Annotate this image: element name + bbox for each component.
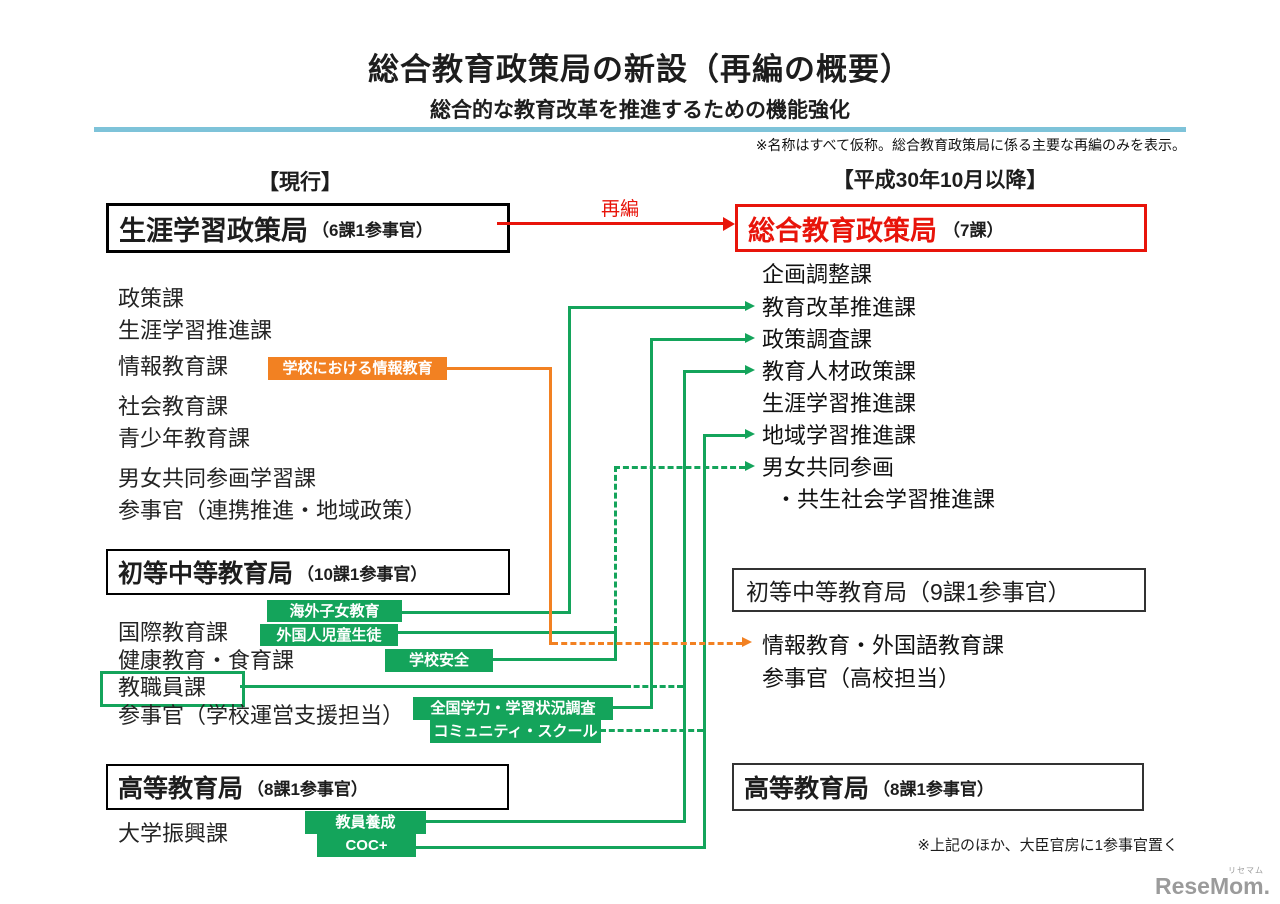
page-title: 総合教育政策局の新設（再編の概要） xyxy=(368,52,912,87)
division-current: 参事官（連携推進・地域政策） xyxy=(118,498,427,523)
division-current: 政策課 xyxy=(118,286,185,311)
division-current: 健康教育・食育課 xyxy=(118,648,295,673)
bureau-detail: （8課1参事官） xyxy=(247,779,368,799)
line-coc-horizontal xyxy=(415,846,706,849)
tag-foreign-students: 外国人児童生徒 xyxy=(260,624,398,646)
line-to-chosa xyxy=(650,338,745,341)
arrowhead-chiiki xyxy=(745,429,755,439)
line-danjo-vertical-solid xyxy=(614,630,617,661)
column-header-current: 【現行】 xyxy=(258,171,342,194)
line-to-jinzai xyxy=(683,370,745,373)
bureau-name: 高等教育局 xyxy=(118,775,244,803)
tag-coc-plus: COC+ xyxy=(317,834,416,857)
division-new: 教育改革推進課 xyxy=(762,295,917,320)
arrowhead-danjo xyxy=(745,461,755,471)
line-jinzai-vertical xyxy=(683,370,686,823)
bureau-name: 初等中等教育局 xyxy=(118,560,294,588)
division-current: 情報教育課 xyxy=(118,354,229,379)
division-new: 参事官（高校担当） xyxy=(762,666,961,691)
division-current: 教職員課 xyxy=(118,675,207,700)
box-new-policy-bureau: 総合教育政策局 （7課） xyxy=(735,204,1147,252)
division-new: ・共生社会学習推進課 xyxy=(775,487,996,512)
line-assessment-horizontal xyxy=(613,706,653,709)
tag-school-info-education: 学校における情報教育 xyxy=(268,357,447,380)
division-new: 生涯学習推進課 xyxy=(762,391,917,416)
arrowhead-jinzai xyxy=(745,365,755,375)
reorg-arrowhead xyxy=(723,217,735,231)
blue-rule xyxy=(94,127,1186,132)
division-new: 政策調査課 xyxy=(762,327,873,352)
note-top: ※名称はすべて仮称。総合教育政策局に係る主要な再編のみを表示。 xyxy=(755,137,1186,153)
bureau-detail: （7課） xyxy=(943,220,1004,240)
box-current-elementary-bureau: 初等中等教育局 （10課1参事官） xyxy=(106,549,510,595)
watermark-ruby: リセマム xyxy=(1228,866,1264,875)
division-new: 企画調整課 xyxy=(762,262,873,287)
kyoshokuin-green-box xyxy=(100,671,245,707)
page-subtitle: 総合的な教育改革を推進するための機能強化 xyxy=(430,99,850,122)
note-bottom: ※上記のほか、大臣官房に1参事官置く xyxy=(917,837,1178,854)
bureau-name: 生涯学習政策局 xyxy=(119,215,308,246)
tag-overseas-children-education: 海外子女教育 xyxy=(267,600,402,622)
reorg-arrow-line xyxy=(497,222,725,225)
bureau-detail: （10課1参事官） xyxy=(297,564,428,584)
line-to-kaikaku xyxy=(568,306,745,309)
line-foreign-horizontal xyxy=(397,631,614,634)
bureau-detail: （8課1参事官） xyxy=(873,779,994,799)
arrowhead-chosa xyxy=(745,333,755,343)
line-overseas-horizontal xyxy=(402,611,568,614)
line-chiiki-vertical xyxy=(703,434,706,849)
box-new-higher-bureau: 高等教育局 （8課1参事官） xyxy=(732,763,1144,811)
box-current-higher-bureau: 高等教育局 （8課1参事官） xyxy=(106,764,509,810)
division-current: 男女共同参画学習課 xyxy=(118,466,317,491)
line-to-chiiki xyxy=(703,434,745,437)
line-infoedu-dashed xyxy=(552,642,742,645)
line-overseas-vertical xyxy=(568,306,571,614)
division-current: 青少年教育課 xyxy=(118,426,251,451)
line-assessment-vertical xyxy=(650,338,653,709)
division-current: 参事官（学校運営支援担当） xyxy=(118,703,405,728)
bureau-name: 初等中等教育局（9課1参事官） xyxy=(746,579,1071,605)
division-new: 情報教育・外国語教育課 xyxy=(762,633,1005,658)
reorg-label: 再編 xyxy=(600,199,639,220)
division-new: 教育人材政策課 xyxy=(762,359,917,384)
division-current: 社会教育課 xyxy=(118,394,229,419)
division-current: 国際教育課 xyxy=(118,620,229,645)
line-safety-horizontal xyxy=(492,658,614,661)
division-current: 生涯学習推進課 xyxy=(118,318,273,343)
line-teacher-horizontal xyxy=(425,820,686,823)
line-infoedu-vertical xyxy=(549,367,552,645)
watermark-text: ReseMom. xyxy=(1154,873,1270,899)
tag-national-assessment: 全国学力・学習状況調査 xyxy=(413,697,613,720)
tag-community-school: コミュニティ・スクール xyxy=(430,720,601,743)
line-community-dashed xyxy=(600,729,703,732)
bureau-detail: （6課1参事官） xyxy=(312,220,433,240)
division-new: 地域学習推進課 xyxy=(762,423,917,448)
line-kyoshokuin-horizontal xyxy=(240,685,625,688)
bureau-name: 高等教育局 xyxy=(744,775,870,803)
line-infoedu-horizontal xyxy=(447,367,552,370)
division-current: 大学振興課 xyxy=(118,821,229,846)
arrowhead-kaikaku xyxy=(745,301,755,311)
line-kyoshokuin-dashed xyxy=(625,685,683,688)
division-new: 男女共同参画 xyxy=(762,455,895,480)
bureau-name: 総合教育政策局 xyxy=(748,215,937,246)
box-current-lifelong-bureau: 生涯学習政策局 （6課1参事官） xyxy=(106,203,510,253)
arrowhead-infoedu xyxy=(742,637,752,647)
tag-school-safety: 学校安全 xyxy=(385,649,493,672)
line-to-danjo-dashed xyxy=(614,466,745,469)
line-danjo-vertical-dashed xyxy=(614,466,617,632)
box-new-elementary-bureau: 初等中等教育局（9課1参事官） xyxy=(732,568,1146,612)
column-header-after: 【平成30年10月以降】 xyxy=(832,169,1048,192)
tag-teacher-training: 教員養成 xyxy=(305,811,426,834)
